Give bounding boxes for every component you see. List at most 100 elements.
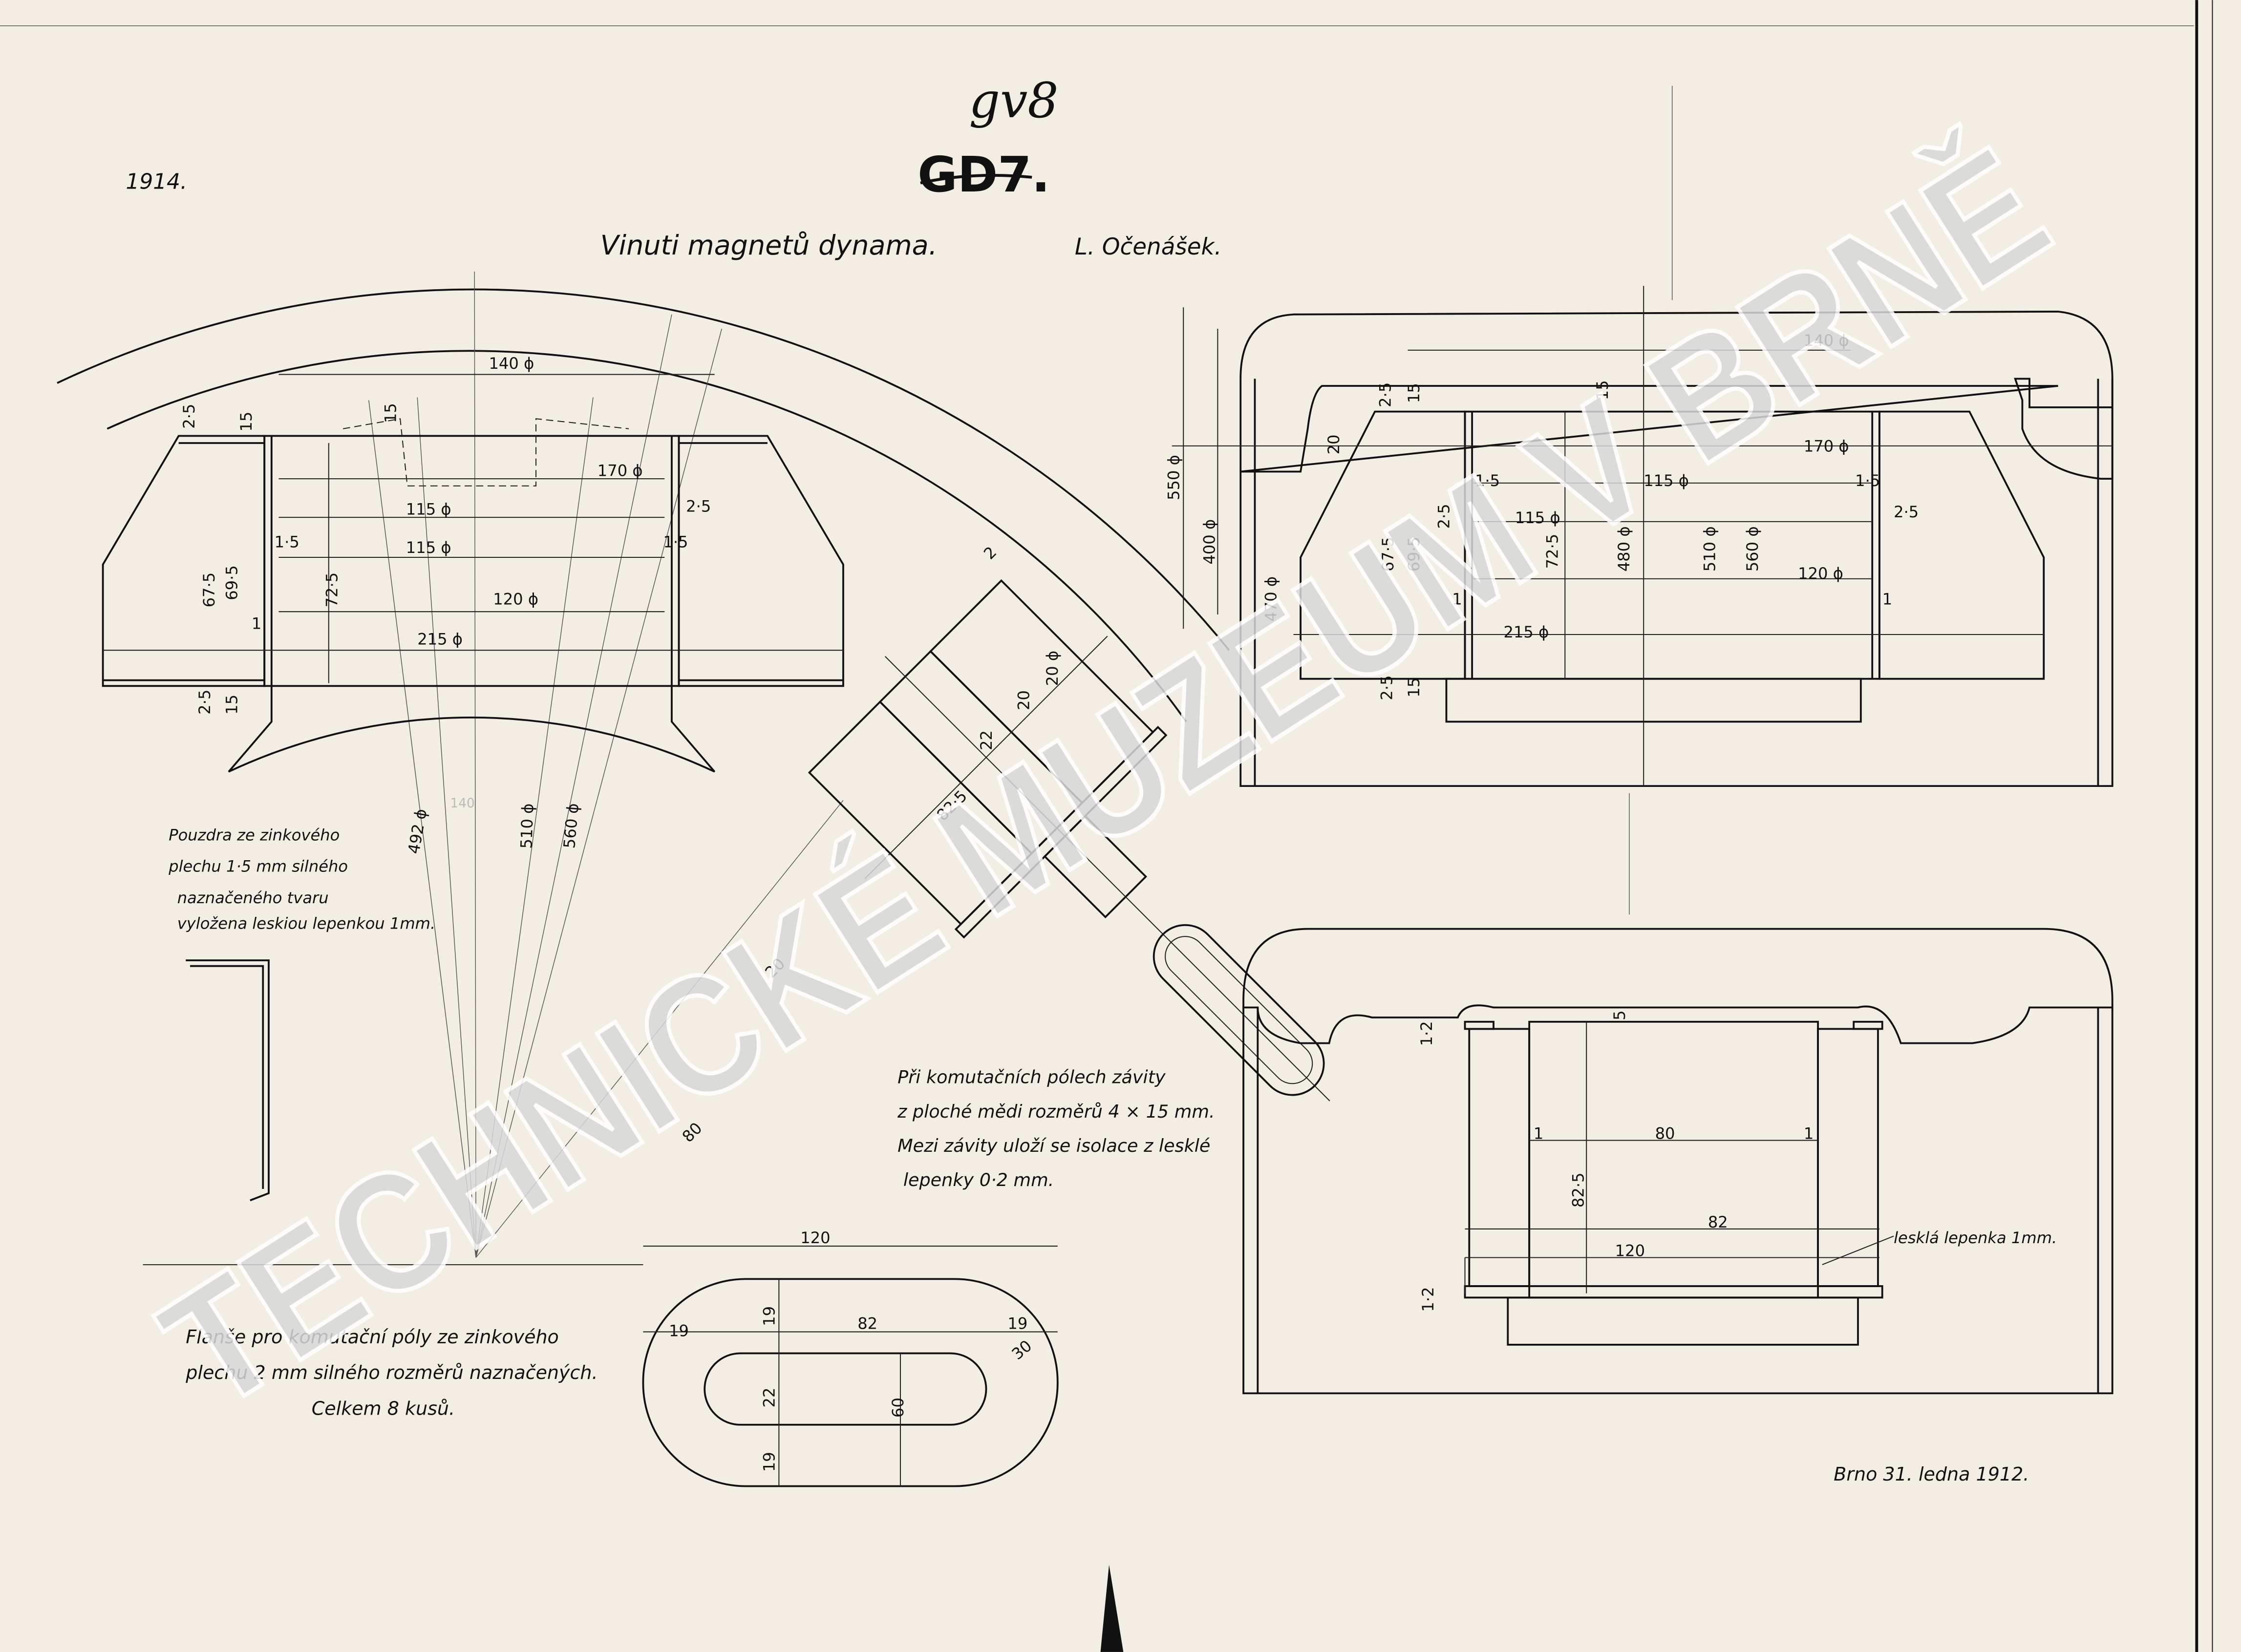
dimension-label: 67·5 [200, 572, 218, 608]
note-pressboard: lesklá lepenka 1mm. [1894, 1228, 2057, 1247]
dimension-label: 115 ϕ [406, 538, 451, 557]
dimension-label: 215 ϕ [417, 630, 463, 648]
casing-profile [186, 959, 270, 1202]
dimension-label: 20 [1324, 434, 1343, 454]
dimension-label: 15 [223, 695, 241, 715]
dimension-label: 1 [1534, 1124, 1543, 1143]
note-flange: Flanše pro komutační póly ze zinkového p… [185, 1326, 598, 1419]
dimension-label: 560 ϕ [560, 803, 582, 849]
dimension-label: 1 [1882, 590, 1892, 609]
dimension-label: 15 [1405, 678, 1423, 698]
dimension-label: 1·5 [275, 533, 299, 551]
dimension-label: 2·5 [195, 690, 214, 715]
note-casing: Pouzdra ze zinkového plechu 1·5 mm silné… [168, 826, 435, 932]
dimension-label: 120 [800, 1228, 830, 1247]
dimension-label: 140 ϕ [1804, 331, 1849, 350]
dimension-label: 69·5 [223, 565, 241, 600]
dimension-label: 5 [1610, 1010, 1629, 1020]
dimension-label: 120 [1615, 1242, 1645, 1260]
dimension-label: 72·5 [1543, 534, 1562, 569]
registration-mark [1100, 1565, 1124, 1652]
dimension-label: 400 ϕ [1200, 519, 1219, 565]
dimension-label: 1·5 [1475, 471, 1500, 490]
dimension-label: 30 [1008, 1336, 1036, 1363]
dimension-label: plechu 2 mm silného rozměrů naznačených. [185, 1362, 598, 1383]
dimension-label: 492 ϕ [405, 807, 431, 855]
left-pole-section: 140 ϕ 2·5 15 15 170 ϕ 115 ϕ 2·5 115 ϕ 1·… [57, 271, 1230, 1258]
dimension-label: 1 [1452, 590, 1462, 609]
dimension-label: Mezi závity uloží se isolace z lesklé [897, 1135, 1210, 1156]
dimension-label: lepenky 0·2 mm. [903, 1169, 1054, 1190]
dimension-label: 19 [1007, 1314, 1027, 1333]
dimension-label: 115 ϕ [1515, 508, 1560, 527]
dimension-label: Pouzdra ze zinkového [169, 826, 340, 844]
dimension-label: 170 ϕ [1804, 437, 1849, 456]
dimension-label: 2·5 [1894, 503, 1919, 521]
right-top-section: 140 ϕ 550 ϕ 400 ϕ 470 ϕ 2·5 15 15 20 170… [1164, 286, 2113, 787]
dimension-label: plechu 1·5 mm silného [168, 857, 348, 876]
dimension-label: 470 ϕ [1261, 576, 1280, 622]
dimension-label: 1·2 [1419, 1287, 1437, 1312]
dimension-label: 15 [381, 403, 400, 423]
dimension-label: 15 [237, 412, 256, 432]
dimension-label: 60 [889, 1398, 907, 1418]
right-bottom-section: 1·2 5 80 1 1 82·5 82 120 1·2 [1242, 928, 2113, 1395]
dimension-label: vyložena leskiou lepenkou 1mm. [177, 914, 435, 933]
dimension-label: 140 ϕ [489, 354, 534, 373]
drawing-author: L. Očenášek. [1075, 234, 1222, 260]
dimension-label: 1 [1804, 1124, 1814, 1143]
commutating-pole-section [808, 579, 1330, 1101]
dimension-label: naznačeného tvaru [177, 889, 329, 907]
place-date: Brno 31. ledna 1912. [1834, 1463, 2029, 1485]
museum-watermark: TECHNICKÉ MUZEUM V BRNĚ [132, 111, 2078, 1445]
dimension-label: Při komutačních pólech závity [897, 1067, 1166, 1088]
dimension-label: 20 ϕ [1043, 651, 1062, 686]
right-bottom-dimensions: 1·2 5 80 1 1 82·5 82 120 1·2 [1417, 1010, 1814, 1312]
year-note: 1914. [126, 169, 187, 194]
flange-dimensions: 120 19 19 82 19 30 22 60 19 [669, 1228, 1035, 1472]
dimension-label: 82 [1708, 1213, 1728, 1231]
dimension-label: 15 [1405, 383, 1423, 403]
dimension-label: 22 [977, 730, 996, 750]
right-top-dimensions: 140 ϕ 550 ϕ 400 ϕ 470 ϕ 2·5 15 15 20 170… [1164, 331, 1919, 700]
dimension-label: 480 ϕ [1615, 526, 1633, 572]
dimension-label: 120 ϕ [493, 590, 538, 609]
dimension-label: Celkem 8 kusů. [312, 1398, 455, 1419]
drawing-title: Vinuti magnetů dynama. [600, 230, 938, 261]
note-commutating-windings: Při komutačních pólech závity z ploché m… [897, 1067, 1215, 1191]
dimension-label: 15 [1593, 380, 1612, 400]
flange-drawing: 120 19 19 82 19 30 22 60 19 [143, 1228, 1059, 1487]
dimension-label: 80 [1655, 1124, 1675, 1143]
dimension-label: 2·5 [1434, 504, 1453, 529]
dimension-label: 1·5 [1855, 471, 1880, 490]
dimension-label: 19 [669, 1321, 689, 1340]
dimension-label: 67·5 [1379, 537, 1397, 572]
dimension-label: 20 [1014, 690, 1033, 710]
dimension-label: 1·2 [1417, 1021, 1436, 1046]
dimension-label: 170 ϕ [598, 461, 643, 480]
dimension-label: 550 ϕ [1164, 455, 1183, 500]
dimension-label: 82·5 [1569, 1172, 1587, 1207]
dimension-label: 2·5 [180, 404, 198, 429]
dimension-label: 120 ϕ [1798, 564, 1843, 583]
dimension-label: 72·5 [322, 572, 341, 608]
dimension-label: 82 [857, 1314, 877, 1333]
dimension-label: 115 ϕ [406, 500, 451, 518]
left-view-dimensions: 140 ϕ 2·5 15 15 170 ϕ 115 ϕ 2·5 115 ϕ 1·… [180, 354, 711, 855]
handwritten-number: gv8 [969, 73, 1058, 129]
dimension-label: 215 ϕ [1504, 623, 1549, 641]
dimension-label: 19 [760, 1452, 779, 1472]
dimension-label: Flanše pro komutační póly ze zinkového [186, 1326, 559, 1348]
dimension-label: 2·5 [1376, 382, 1394, 407]
header: 1914. gv8 GD7. Vinuti magnetů dynama. L.… [126, 73, 1221, 261]
dimension-label: 19 [760, 1306, 779, 1326]
dimension-label: z ploché mědi rozměrů 4 × 15 mm. [897, 1101, 1215, 1122]
dimension-label: 2·5 [686, 497, 711, 515]
dimension-label: 140 [450, 796, 474, 811]
dimension-label: 2 [980, 543, 1000, 563]
dimension-label: 510 ϕ [1700, 526, 1719, 572]
dimension-label: 2·5 [1377, 675, 1396, 700]
dimension-label: 560 ϕ [1743, 526, 1762, 572]
